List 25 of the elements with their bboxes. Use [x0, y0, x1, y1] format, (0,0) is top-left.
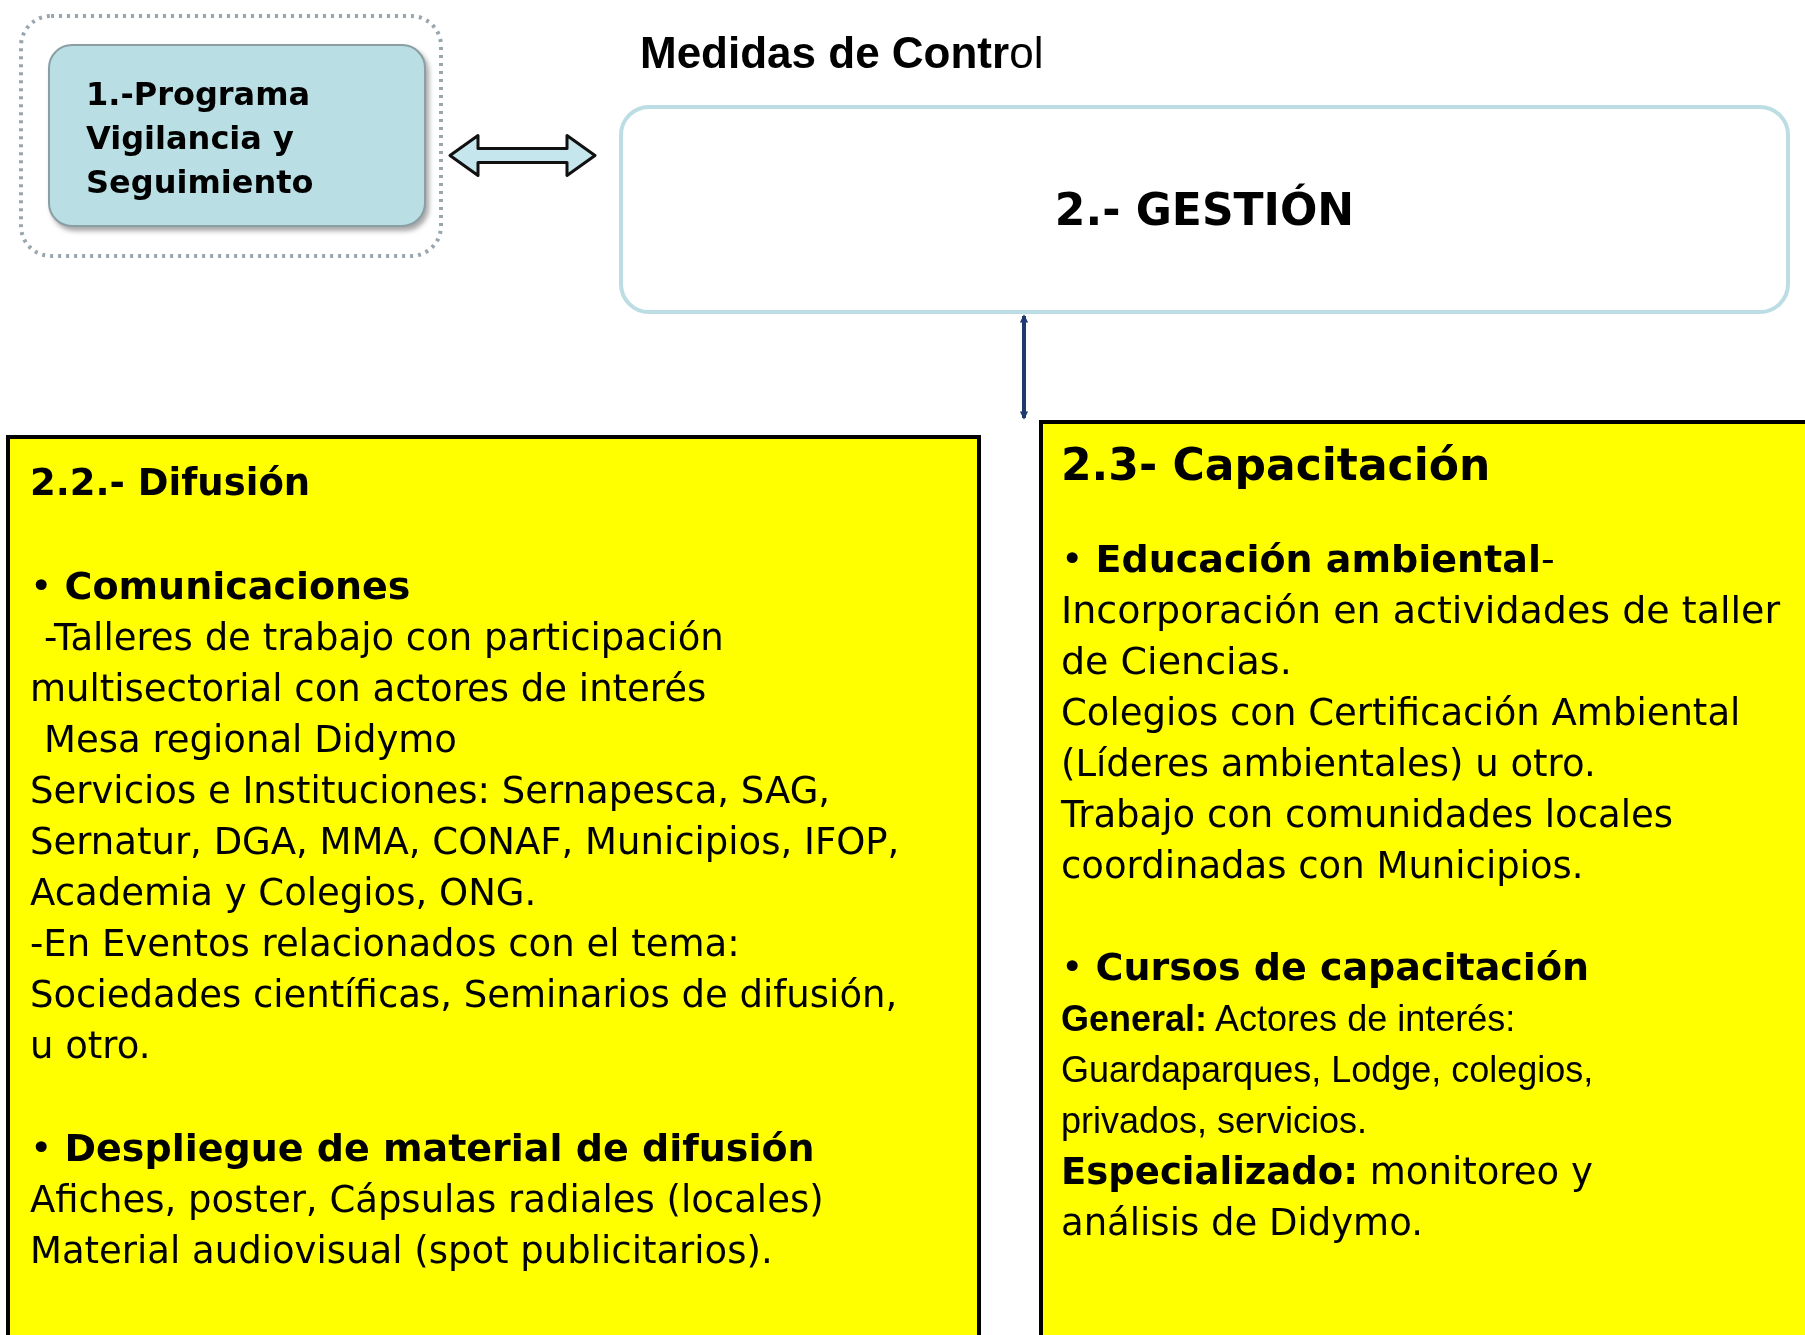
- paragraph: • Educación ambiental- Incorporación en actividades de taller de Ciencias.: [1061, 536, 1782, 685]
- paragraph: -Talleres de trabajo con participación multisectorial con actores de interés: [30, 615, 725, 712]
- paragraph: Colegios con Certificación Ambiental (Líderes ambientales) u otro.: [1061, 690, 1742, 787]
- paragraph: Mesa regional Didymo: [43, 717, 458, 763]
- paragraph: Especializado: monitoreo y análisis de Didymo.: [1061, 1149, 1594, 1246]
- paragraph: Material audiovisual (spot publicitarios).: [30, 1228, 774, 1274]
- bullet-heading: • Comunicaciones: [30, 563, 412, 610]
- double-arrow: [1019, 315, 1029, 419]
- paragraph: Afiches, poster, Cápsulas radiales (locales): [30, 1177, 825, 1223]
- bullet-heading: • Cursos de capacitación: [1061, 944, 1591, 991]
- process-box: [619, 105, 1790, 314]
- panel-heading: 2.3- Capacitación: [1061, 438, 1492, 492]
- text-panel: [6, 435, 981, 1335]
- paragraph: -En Eventos relacionados con el tema: Sociedades científicas, Seminarios de difusión, u otro.: [30, 921, 899, 1069]
- heading: Medidas de Control: [640, 28, 1044, 78]
- paragraph: General: Actores de interés: Guardaparques, Lodge, colegios, privados, servicios.: [1061, 997, 1595, 1143]
- paragraph: Trabajo con comunidades locales coordinadas con Municipios.: [1061, 792, 1674, 889]
- double-arrow: [448, 134, 597, 177]
- bullet-heading: • Despliegue de material de difusión: [30, 1125, 816, 1172]
- paragraph: Servicios e Instituciones: Sernapesca, SAG, Sernatur, DGA, MMA, CONAF, Municipios, IFOP, Academia y Colegios, ONG.: [30, 768, 901, 916]
- text-panel: [1039, 420, 1805, 1335]
- panel-heading: 2.2.- Difusión: [30, 460, 312, 506]
- box-title: 1.-Programa Vigilancia y Seguimiento: [86, 74, 315, 203]
- process-box: [48, 44, 426, 227]
- box-title: 2.- GESTIÓN: [1054, 184, 1355, 235]
